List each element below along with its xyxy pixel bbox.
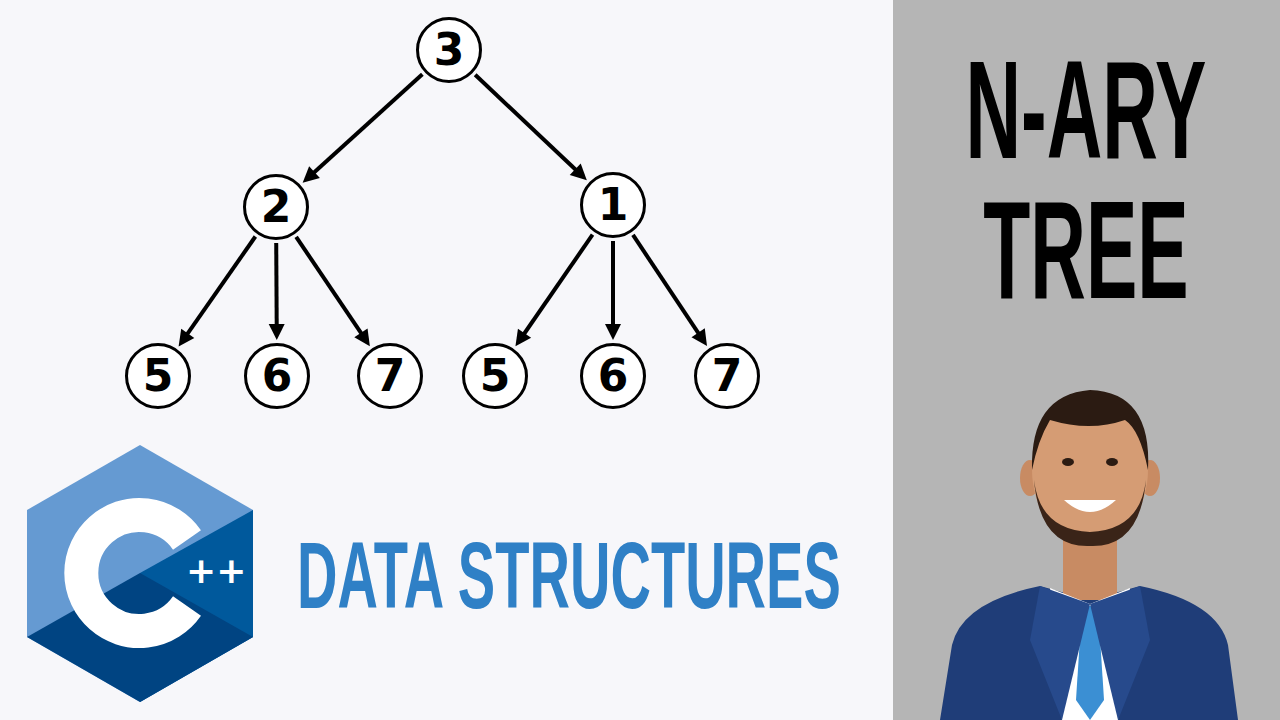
tree-node-circle: 5 bbox=[125, 343, 191, 409]
node-value: 2 bbox=[261, 185, 292, 229]
node-value: 6 bbox=[262, 354, 293, 398]
tree-edge-arrow bbox=[605, 241, 621, 340]
logo-c-shape bbox=[81, 515, 187, 631]
cpp-logo bbox=[27, 445, 253, 702]
tree-node-circle: 5 bbox=[462, 343, 528, 409]
thumbnail-title: N-ARY TREE bbox=[960, 40, 1213, 320]
tree-edge-arrow bbox=[269, 243, 285, 340]
series-heading: DATA STRUCTURES bbox=[297, 528, 841, 623]
presenter-figure bbox=[940, 390, 1238, 720]
tree-node-circle: 6 bbox=[580, 343, 646, 409]
node-value: 7 bbox=[712, 354, 743, 398]
logo-hexagon bbox=[27, 445, 253, 702]
tree-edge-arrow bbox=[515, 235, 592, 347]
node-value: 3 bbox=[434, 28, 465, 72]
tree-edge-arrow bbox=[633, 235, 707, 346]
tree-node-circle: 3 bbox=[416, 17, 482, 83]
tree-edge-arrow bbox=[296, 237, 370, 346]
tree-node-circle: 7 bbox=[694, 343, 760, 409]
node-value: 5 bbox=[143, 354, 174, 398]
node-value: 1 bbox=[598, 183, 629, 227]
tree-edge-arrow bbox=[303, 74, 423, 183]
node-value: 6 bbox=[598, 354, 629, 398]
node-value: 5 bbox=[480, 354, 511, 398]
logo-plus-signs: ++ bbox=[186, 553, 246, 589]
tree-edge-arrow bbox=[475, 75, 587, 181]
tree-node-circle: 7 bbox=[357, 343, 423, 409]
tree-node-circle: 2 bbox=[243, 174, 309, 240]
tree-node-circle: 6 bbox=[244, 343, 310, 409]
tree-edge-arrow bbox=[179, 237, 256, 347]
tree-node-circle: 1 bbox=[580, 172, 646, 238]
node-value: 7 bbox=[375, 354, 406, 398]
